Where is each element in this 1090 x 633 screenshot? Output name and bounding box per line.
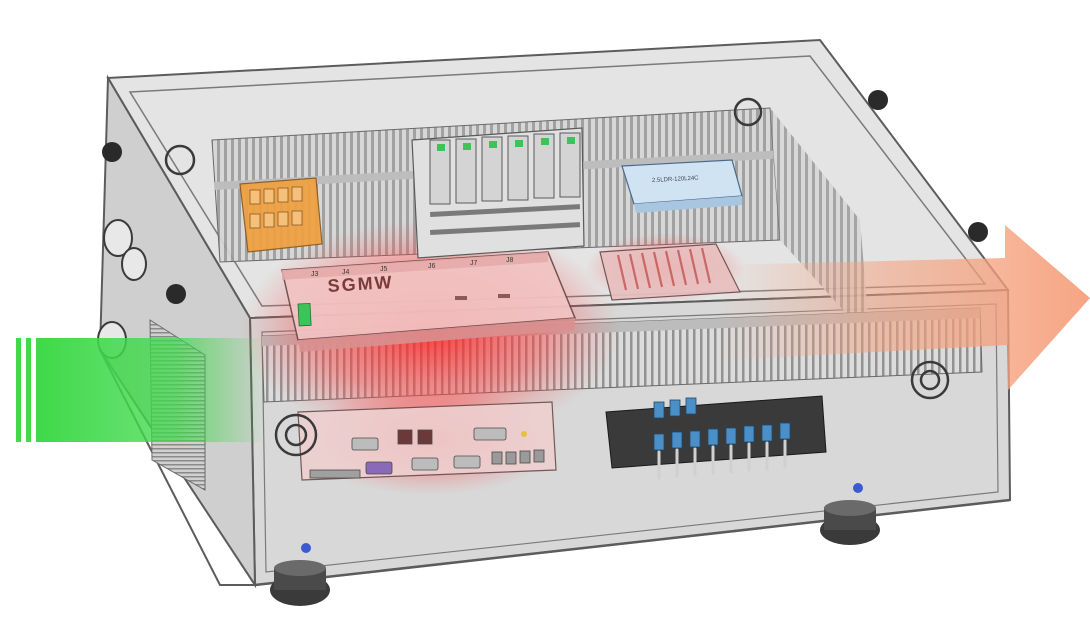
connector-label-j4: J4: [342, 269, 350, 276]
latch-knob-icon: [868, 90, 888, 110]
heatsink-module: [599, 243, 741, 301]
power-supply-unit: 2.5LDR-120L24C: [621, 159, 743, 213]
connector-label-row: J3 J4 J5 J6 J7 J8: [311, 257, 514, 278]
connector-label-j3: J3: [311, 271, 319, 278]
connector-label-j6: J6: [428, 263, 436, 270]
latch-knob-icon: [166, 284, 186, 304]
io-connector-panel: [297, 401, 557, 481]
power-supply-label: 2.5LDR-120L24C: [652, 176, 700, 184]
connector-label-j5: J5: [380, 266, 388, 273]
connector-label-j8: J8: [506, 257, 514, 264]
enclosure-screw-bosses: [164, 97, 950, 457]
main-board-label: SGMW: [327, 272, 394, 296]
airflow-outlet-arrow: [720, 225, 1090, 390]
connector-label-j7: J7: [470, 260, 478, 267]
latch-knob-icon: [968, 222, 988, 242]
lid-latch-knobs: [102, 90, 988, 304]
airflow-inlet-arrow: [16, 338, 266, 442]
orange-terminal-block: [239, 177, 323, 253]
main-controller-board: SGMW J3 J4 J5 J6 J7 J8: [281, 251, 577, 352]
relay-terminal-block: [411, 127, 585, 259]
enclosure-feet: [270, 483, 880, 606]
latch-knob-icon: [102, 142, 122, 162]
relay-indicators: [437, 137, 575, 151]
blue-terminal-strip: [605, 395, 827, 480]
